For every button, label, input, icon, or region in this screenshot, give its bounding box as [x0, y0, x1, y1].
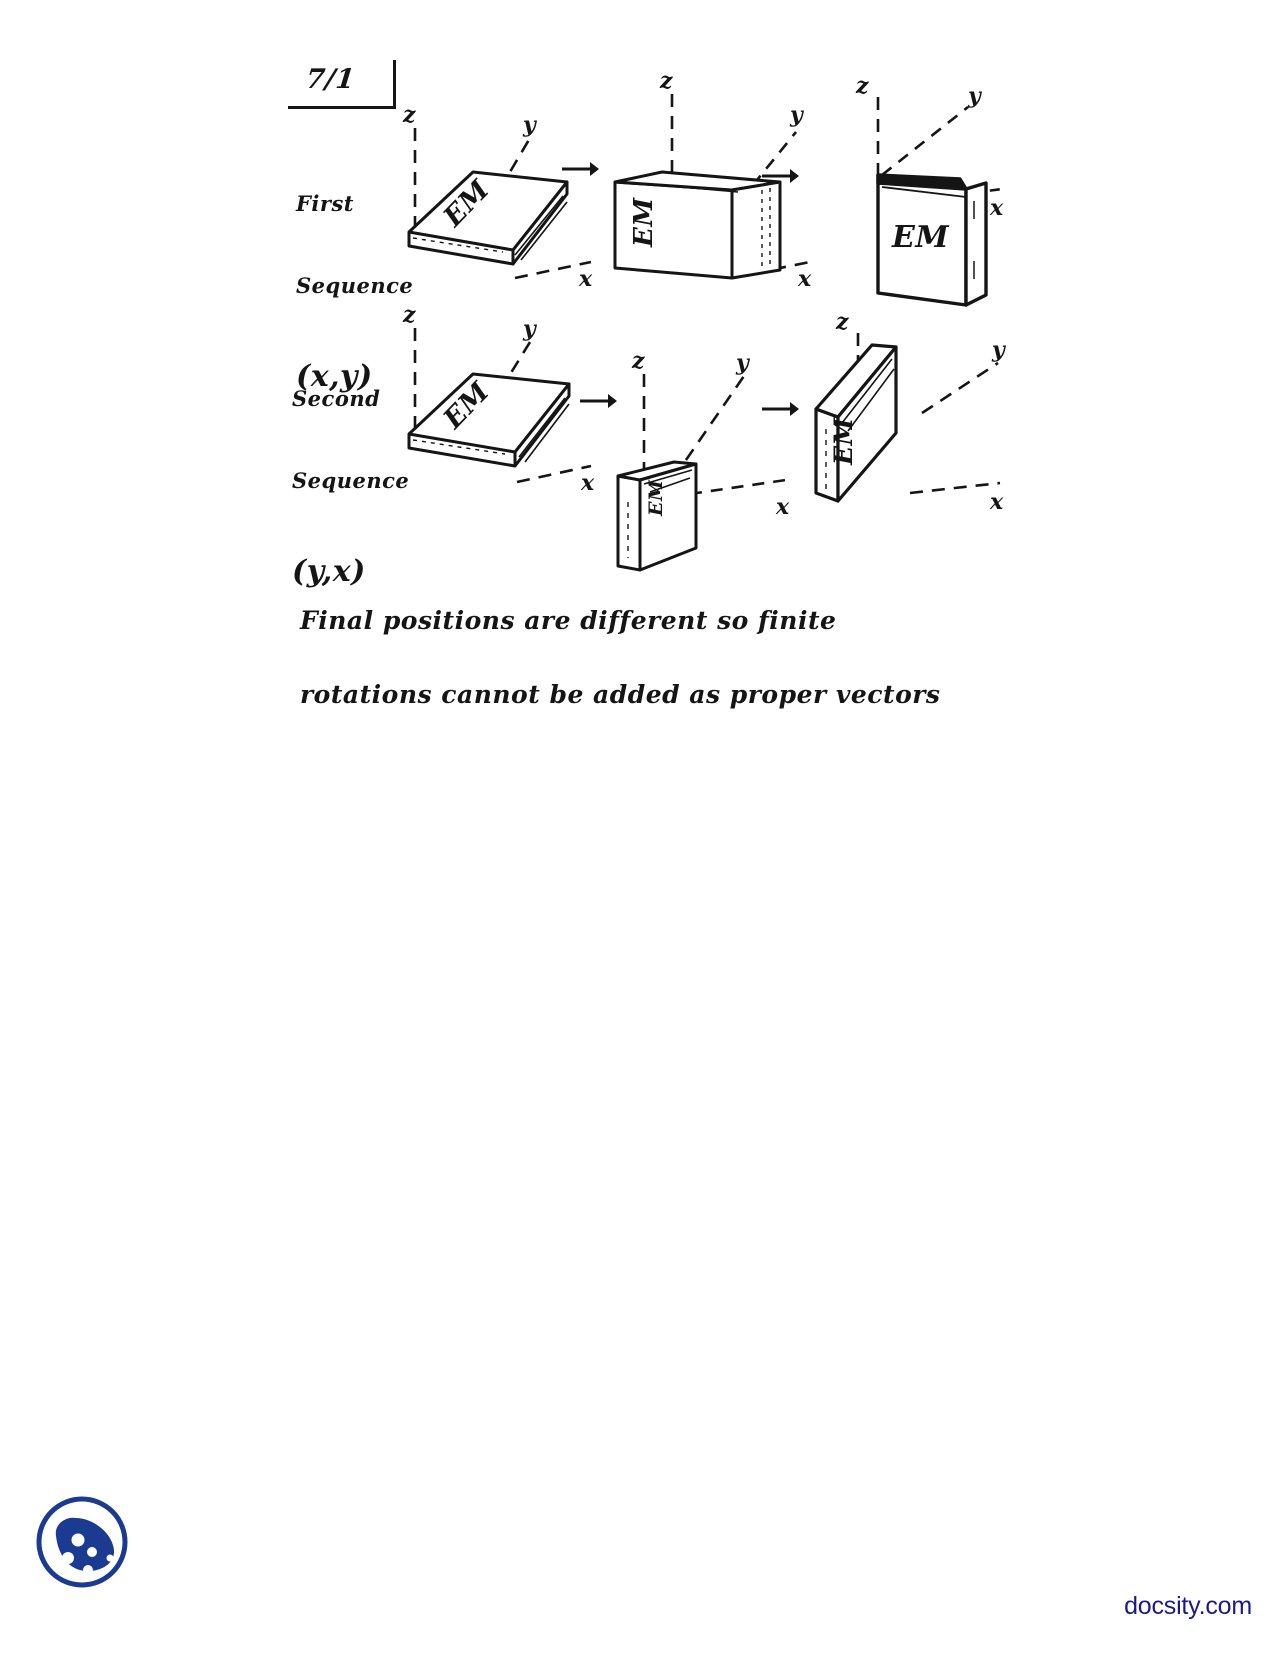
- z-axis-label: z: [402, 302, 416, 328]
- x-axis-label: x: [578, 266, 593, 292]
- y-axis-line: [921, 361, 999, 415]
- caption: Final positions are different so finite …: [300, 565, 940, 752]
- second-sequence-label: Second Sequence (y,x): [292, 333, 409, 645]
- book-cover-text: EM: [829, 416, 858, 466]
- first-sequence-line2: Sequence: [296, 272, 414, 298]
- book-cover-text: EM: [645, 479, 667, 517]
- y-axis-line: [751, 131, 798, 186]
- logo-dot-3: [87, 1547, 97, 1557]
- arrow-row1-1: [560, 158, 600, 185]
- y-axis-line: [684, 375, 746, 461]
- caption-line-1: Final positions are different so finite: [300, 606, 837, 635]
- z-axis-label: z: [631, 348, 645, 374]
- x-axis-line: [729, 260, 811, 280]
- row2-stage3-diagram: z y x EM: [800, 305, 1030, 535]
- x-axis-line: [689, 478, 787, 496]
- logo-cookie-shape: [55, 1517, 115, 1572]
- book-flat: [407, 170, 569, 266]
- arrow-row2-1: [578, 390, 618, 417]
- second-sequence-line1: Second: [292, 385, 381, 411]
- x-axis-label: x: [775, 494, 790, 520]
- first-sequence-axes-order: (x,y): [296, 358, 373, 394]
- z-axis-label: z: [402, 102, 416, 128]
- book-edge-on: [616, 460, 698, 572]
- logo-dot-1: [71, 1533, 85, 1547]
- arrow-row1-2: [760, 165, 800, 192]
- book-upright-front: [876, 173, 988, 307]
- y-axis-label: y: [967, 83, 983, 109]
- x-axis-line: [909, 481, 1001, 495]
- caption-line-2: rotations cannot be added as proper vect…: [300, 680, 941, 710]
- second-sequence-axes-order: (y,x): [292, 553, 366, 589]
- row1-stage2-diagram: z y x EM: [610, 68, 825, 292]
- y-axis-label: y: [991, 337, 1007, 363]
- book-cover-text: EM: [891, 220, 949, 255]
- x-axis-label: x: [989, 195, 1004, 221]
- first-sequence-label: First Sequence (x,y): [296, 138, 413, 450]
- logo-dot-4: [83, 1565, 93, 1575]
- x-axis-line: [516, 464, 592, 484]
- book-cover-text: EM: [629, 197, 659, 248]
- x-axis-label: x: [797, 266, 812, 292]
- logo-dot-2: [62, 1552, 74, 1564]
- row1-stage1-diagram: z y x EM: [395, 102, 610, 295]
- page-mark-horizontal-rule: [288, 106, 396, 109]
- page-number-mark: 7/1: [288, 60, 396, 118]
- x-axis-label: x: [989, 489, 1004, 515]
- book-upright-sideways: [613, 170, 782, 280]
- logo-circle: [36, 1496, 128, 1588]
- y-axis-label: y: [522, 316, 538, 342]
- row1-stage3-diagram: z y x EM: [820, 73, 1050, 315]
- docsity-cookie-logo: [30, 1488, 134, 1592]
- first-sequence-line1: First: [296, 190, 354, 216]
- z-axis-label: z: [855, 73, 869, 99]
- y-axis-label: y: [735, 350, 751, 376]
- z-axis-label: z: [659, 68, 673, 94]
- x-axis-label: x: [580, 470, 595, 496]
- row2-stage2-diagram: z y x EM: [616, 348, 838, 572]
- logo-dot-5: [106, 1554, 114, 1562]
- x-axis-line: [514, 260, 592, 280]
- row2-stage1-diagram: z y x EM: [395, 302, 610, 500]
- y-axis-label: y: [522, 112, 538, 138]
- z-axis-label: z: [835, 309, 849, 335]
- page-mark-vertical-rule: [393, 60, 396, 108]
- page-number-text: 7/1: [304, 64, 357, 95]
- docsity-watermark-link[interactable]: docsity.com: [1124, 1592, 1252, 1620]
- book-upright-rotated: [814, 343, 898, 503]
- book-flat: [407, 372, 571, 468]
- y-axis-line: [881, 105, 969, 177]
- y-axis-label: y: [789, 102, 805, 128]
- second-sequence-line2: Sequence: [292, 467, 410, 493]
- arrow-row2-2: [760, 398, 800, 425]
